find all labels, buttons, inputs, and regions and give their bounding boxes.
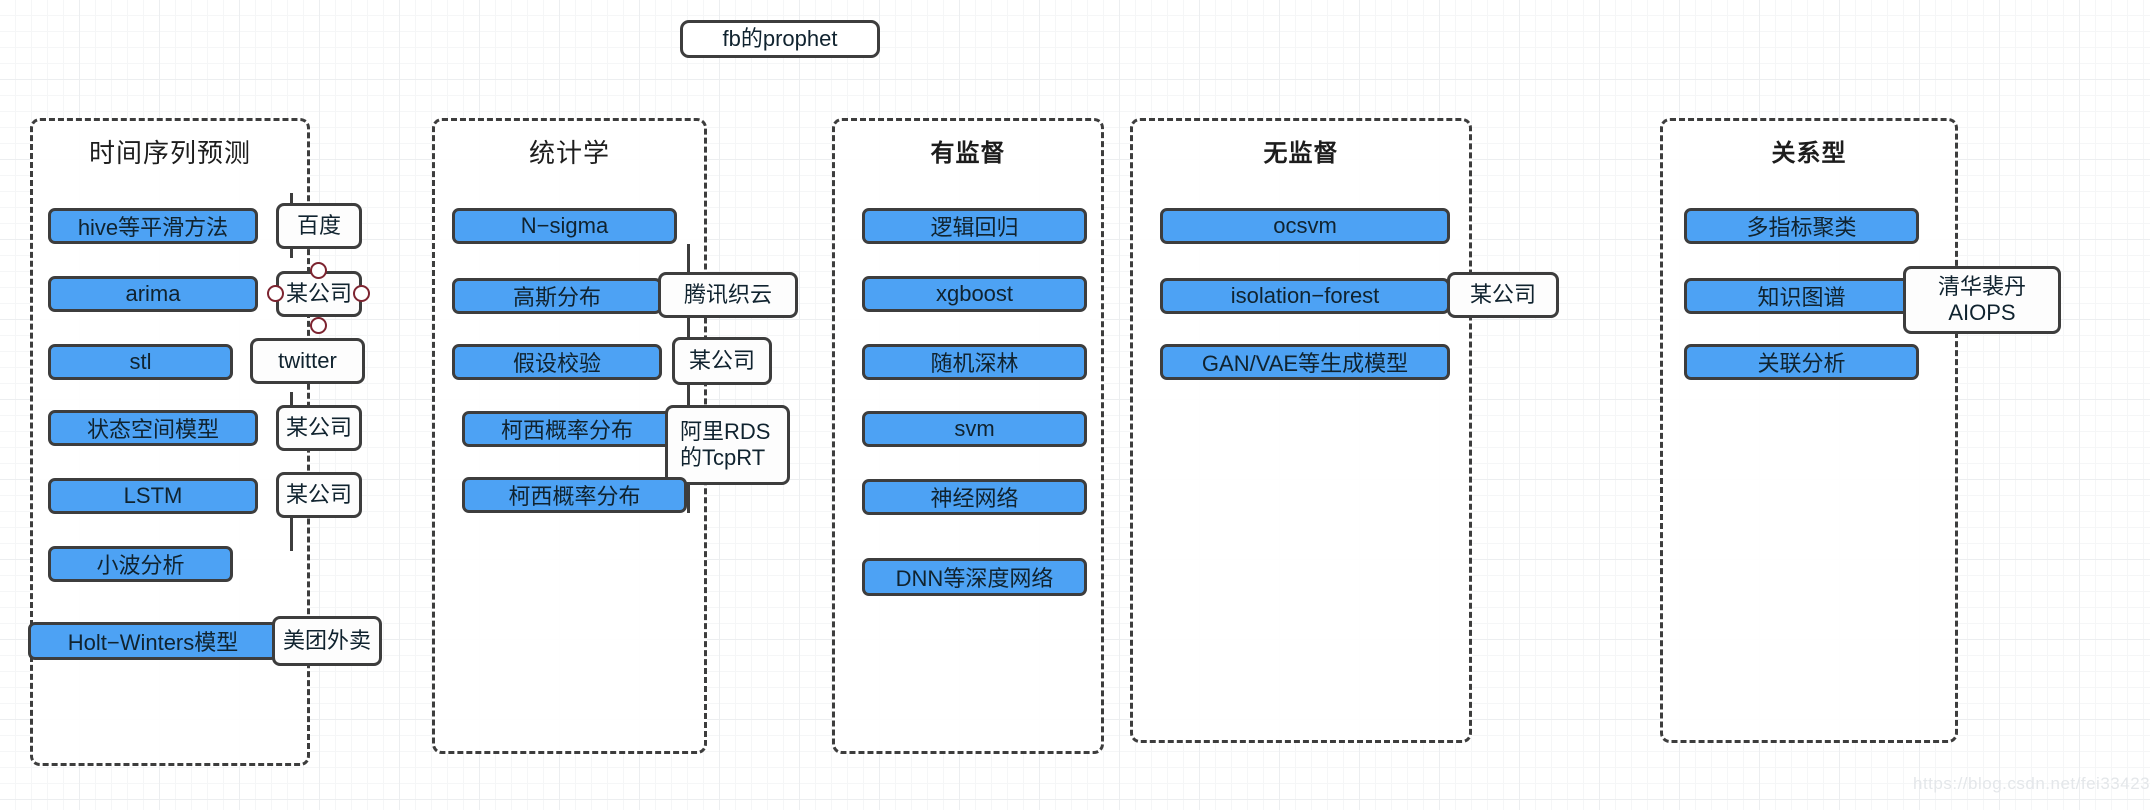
note-label: 某公司 — [688, 348, 755, 374]
node-label: arima — [125, 281, 181, 306]
node-holt-winters[interactable]: Holt−Winters模型 — [28, 622, 278, 660]
prophet-node[interactable]: fb的prophet — [680, 20, 880, 58]
note-twitter[interactable]: twitter — [250, 338, 365, 384]
connector-v — [687, 244, 690, 278]
note-label: 某公司 — [285, 281, 352, 307]
note-label: twitter — [278, 348, 337, 374]
node-hypothesis-test[interactable]: 假设校验 — [452, 344, 662, 380]
watermark-text: https://blog.csdn.net/fei33423 — [1913, 774, 2150, 793]
node-knowledge-graph[interactable]: 知识图谱 — [1684, 278, 1919, 314]
node-gaussian-distribution[interactable]: 高斯分布 — [452, 278, 662, 314]
node-random-forest[interactable]: 随机深林 — [862, 344, 1087, 380]
node-label: 逻辑回归 — [930, 215, 1019, 240]
node-label: 柯西概率分布 — [500, 418, 633, 443]
group-title-time-series: 时间序列预测 — [88, 138, 251, 168]
note-some-company-isolation[interactable]: 某公司 — [1447, 272, 1559, 318]
note-tsinghua-peidan-aiops[interactable]: 清华裴丹 AIOPS — [1903, 266, 2061, 334]
connector-v — [290, 497, 293, 551]
node-cauchy-distribution-2[interactable]: 柯西概率分布 — [462, 477, 687, 513]
selection-handle-right[interactable] — [353, 285, 370, 302]
node-label: 随机深林 — [930, 351, 1019, 376]
selection-handle-left[interactable] — [267, 285, 284, 302]
note-label: 百度 — [296, 213, 341, 239]
node-label: GAN/VAE等生成模型 — [1201, 351, 1409, 376]
node-svm[interactable]: svm — [862, 411, 1087, 447]
node-label: Holt−Winters模型 — [67, 630, 239, 655]
node-label: N−sigma — [520, 213, 609, 238]
note-label: 某公司 — [1469, 282, 1536, 308]
group-title-unsupervised: 无监督 — [1263, 140, 1339, 167]
node-label: LSTM — [123, 483, 183, 508]
note-label: 阿里RDS 的TcpRT — [680, 419, 771, 470]
node-label: DNN等深度网络 — [895, 566, 1054, 591]
note-label: 腾讯织云 — [683, 282, 772, 308]
node-arima[interactable]: arima — [48, 276, 258, 312]
node-ocsvm[interactable]: ocsvm — [1160, 208, 1450, 244]
node-xgboost[interactable]: xgboost — [862, 276, 1087, 312]
node-multi-metric-clustering[interactable]: 多指标聚类 — [1684, 208, 1919, 244]
note-some-company-lstm[interactable]: 某公司 — [276, 472, 362, 518]
node-cauchy-distribution-1[interactable]: 柯西概率分布 — [462, 411, 672, 447]
node-stl[interactable]: stl — [48, 344, 233, 380]
note-meituan-waimai[interactable]: 美团外卖 — [272, 616, 382, 666]
node-wavelet-analysis[interactable]: 小波分析 — [48, 546, 233, 582]
node-state-space-model[interactable]: 状态空间模型 — [48, 410, 258, 446]
node-n-sigma[interactable]: N−sigma — [452, 208, 677, 244]
connector-v — [687, 385, 690, 411]
node-logistic-regression[interactable]: 逻辑回归 — [862, 208, 1087, 244]
note-some-company-state-space[interactable]: 某公司 — [276, 405, 362, 451]
node-dnn-deep-network[interactable]: DNN等深度网络 — [862, 558, 1087, 596]
note-tencent-zhiyun[interactable]: 腾讯织云 — [658, 272, 798, 318]
prophet-node-label: fb的prophet — [722, 26, 838, 52]
note-alibaba-rds-tcprt[interactable]: 阿里RDS 的TcpRT — [665, 405, 790, 485]
node-label: 多指标聚类 — [1746, 215, 1857, 240]
node-label: hive等平滑方法 — [77, 215, 229, 240]
selection-handle-top[interactable] — [310, 262, 327, 279]
note-label: 某公司 — [285, 415, 352, 441]
node-label: 假设校验 — [512, 351, 601, 376]
note-label: 清华裴丹 AIOPS — [1937, 274, 2026, 325]
connector-v — [290, 193, 293, 208]
node-label: 柯西概率分布 — [508, 484, 641, 509]
node-label: isolation−forest — [1230, 283, 1380, 308]
watermark: https://blog.csdn.net/fei33423 — [1913, 774, 2150, 794]
group-title-supervised: 有监督 — [930, 140, 1006, 167]
node-gan-vae-generative[interactable]: GAN/VAE等生成模型 — [1160, 344, 1450, 380]
node-label: 状态空间模型 — [86, 417, 219, 442]
connector-v — [290, 244, 293, 258]
node-label: 神经网络 — [930, 486, 1019, 511]
node-label: svm — [954, 416, 995, 441]
node-label: 高斯分布 — [512, 285, 601, 310]
node-label: xgboost — [935, 281, 1014, 306]
node-label: ocsvm — [1273, 213, 1337, 238]
node-neural-network[interactable]: 神经网络 — [862, 479, 1087, 515]
note-label: 美团外卖 — [282, 628, 371, 654]
note-label: 某公司 — [285, 482, 352, 508]
note-some-company-hypothesis[interactable]: 某公司 — [672, 337, 772, 385]
selection-handle-bottom[interactable] — [310, 317, 327, 334]
node-hive-smoothing[interactable]: hive等平滑方法 — [48, 208, 258, 244]
node-label: 关联分析 — [1757, 351, 1846, 376]
node-label: 小波分析 — [96, 553, 185, 578]
node-lstm[interactable]: LSTM — [48, 478, 258, 514]
node-association-analysis[interactable]: 关联分析 — [1684, 344, 1919, 380]
node-label: 知识图谱 — [1757, 285, 1846, 310]
group-title-relational: 关系型 — [1771, 140, 1847, 167]
connector-v — [687, 479, 690, 513]
connector-v — [687, 315, 690, 337]
node-isolation-forest[interactable]: isolation−forest — [1160, 278, 1450, 314]
node-label: stl — [129, 349, 152, 374]
note-baidu[interactable]: 百度 — [276, 203, 362, 249]
group-title-statistics: 统计学 — [528, 138, 610, 168]
